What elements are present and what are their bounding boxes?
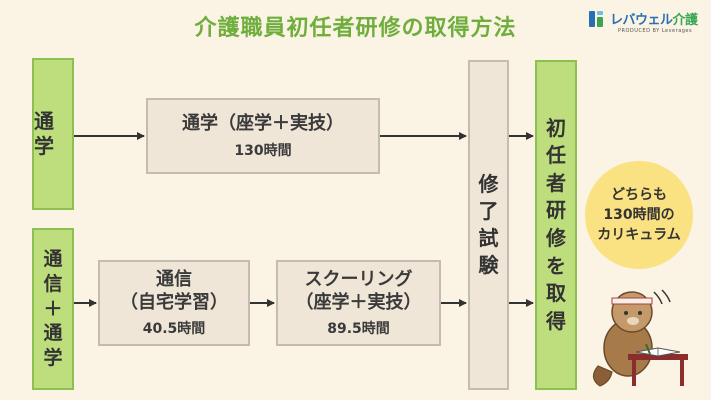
diagram-title: 介護職員初任者研修の取得方法 (194, 16, 517, 41)
studying-mascot-illustration (592, 289, 688, 387)
home-study-hours: 40.5時間 (142, 321, 206, 338)
brand-logo: レバウェル介護 PRODUCED BY Leverages (588, 6, 700, 40)
certification-box: 初 任 者 研 修 を 取 得 (535, 60, 577, 390)
correspondence-route-label: 通 信 ＋ 通 学 (32, 228, 74, 390)
schooling-title-1: スクーリング (304, 268, 413, 290)
commute-course-box: 通学（座学＋実技） 130時間 (146, 98, 380, 174)
completion-exam-box: 修 了 試 験 (468, 60, 509, 390)
home-study-title-2: （自宅学習） (120, 292, 228, 313)
schooling-hours: 89.5時間 (327, 321, 390, 338)
home-study-title-1: 通信 (156, 268, 192, 290)
logo-subtitle: PRODUCED BY Leverages (618, 28, 693, 34)
commute-course-title: 通学（座学＋実技） (182, 113, 344, 135)
schooling-title-2: （座学＋実技） (295, 292, 422, 313)
home-study-box: 通信 （自宅学習） 40.5時間 (98, 260, 250, 346)
commute-route-label: 通学 (32, 58, 74, 210)
schooling-box: スクーリング （座学＋実技） 89.5時間 (276, 260, 441, 346)
curriculum-badge: どちらも 130時間の カリキュラム (585, 161, 693, 269)
logo-mark-icon (589, 11, 603, 27)
logo-text: レバウェル介護 (610, 13, 698, 28)
commute-course-hours: 130時間 (234, 142, 292, 159)
